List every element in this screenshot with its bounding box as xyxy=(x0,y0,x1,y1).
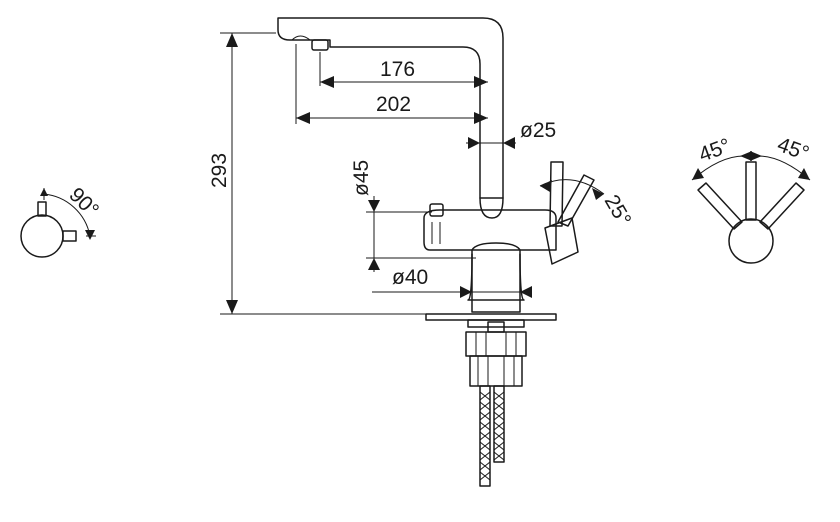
top-view-handle-rotation: 45° 45° xyxy=(691,133,812,264)
angle-label-90: 90° xyxy=(64,183,103,222)
height-label: 293 xyxy=(208,153,231,188)
mixer-body xyxy=(423,209,557,251)
reach-176-label: 176 xyxy=(380,58,415,81)
side-view-side-knob xyxy=(62,230,77,242)
top-view-body xyxy=(728,218,774,264)
spout-aerator xyxy=(311,39,329,51)
spout xyxy=(277,17,504,199)
dimension-handle-tilt: 25° xyxy=(539,179,636,230)
rotation-left-label: 45° xyxy=(696,134,734,166)
faucet-front-view xyxy=(277,17,595,487)
side-view-top-knob xyxy=(37,201,47,217)
handle-tilt-label: 25° xyxy=(600,191,636,230)
dimension-spout-diameter: ø25 xyxy=(466,119,556,149)
top-view-handle xyxy=(745,161,757,221)
top-view-handle-left xyxy=(697,182,743,230)
mixer-handle-tilted xyxy=(557,174,595,227)
side-view-lever: 90° xyxy=(20,183,103,258)
filter-knob xyxy=(429,203,444,217)
faucet-base xyxy=(471,242,521,313)
dimension-body-diameter: ø45 xyxy=(350,160,476,272)
angle-arc-90 xyxy=(43,193,91,237)
reach-202-label: 202 xyxy=(376,93,411,116)
dimension-height: 293 xyxy=(208,32,428,315)
handle-cartridge xyxy=(544,217,579,265)
spout-diameter-label: ø25 xyxy=(520,119,556,142)
dimension-reach-202: 202 xyxy=(295,44,488,124)
side-view-body xyxy=(20,214,64,258)
dimension-reach-176: 176 xyxy=(319,52,488,88)
dimension-base-diameter: ø40 xyxy=(372,266,532,298)
mixer-handle xyxy=(549,161,564,227)
mounting-nut xyxy=(465,331,527,357)
body-diameter-label: ø45 xyxy=(350,160,373,196)
supply-hoses xyxy=(479,385,505,487)
top-view-handle-right xyxy=(759,182,805,230)
base-diameter-label: ø40 xyxy=(392,266,428,289)
deck-plate xyxy=(425,313,557,321)
